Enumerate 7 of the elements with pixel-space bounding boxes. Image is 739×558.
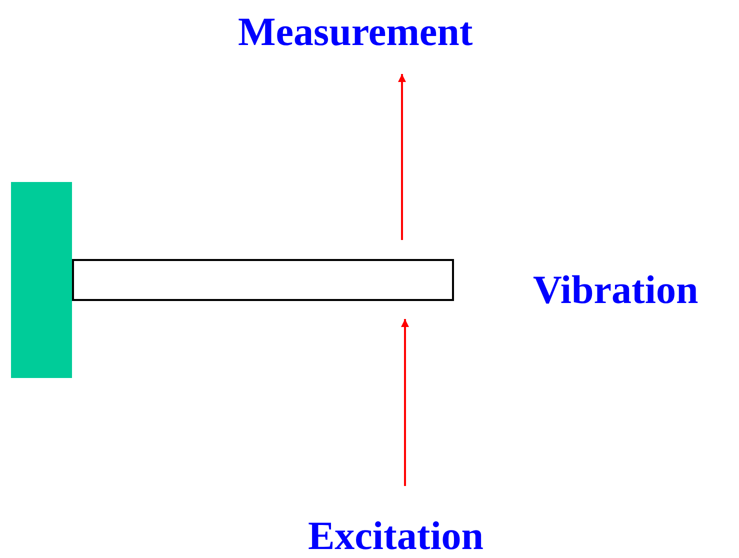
vibration-label: Vibration <box>533 270 698 310</box>
arrow <box>398 74 406 240</box>
measurement-text: Measurement <box>238 9 473 54</box>
cantilever-beam <box>72 259 454 301</box>
arrow <box>401 319 409 486</box>
wall-support <box>11 182 72 378</box>
excitation-text: Excitation <box>308 513 484 558</box>
